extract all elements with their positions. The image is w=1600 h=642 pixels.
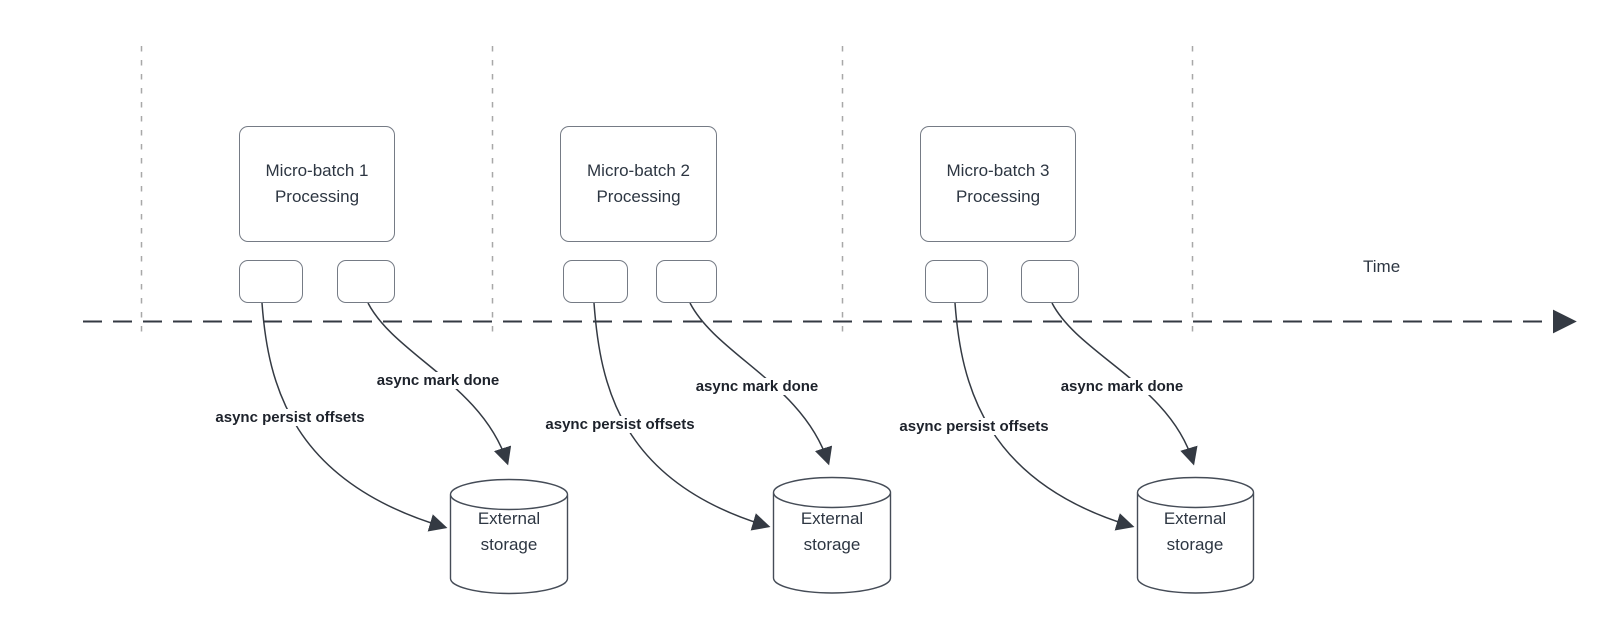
task-box-3a [925, 260, 988, 303]
persist-offsets-label-1: async persist offsets [212, 409, 368, 426]
mark-done-label-2: async mark done [692, 378, 822, 395]
mark-done-arrow-3 [1051, 302, 1198, 466]
micro-batch-2-label: Micro-batch 2 Processing [587, 161, 690, 206]
external-storage-cylinder-1 [449, 478, 569, 595]
task-box-1a [239, 260, 303, 303]
task-box-2b [656, 260, 717, 303]
time-guides [140, 46, 1194, 338]
task-box-3b [1021, 260, 1079, 303]
persist-offsets-label-2: async persist offsets [542, 416, 698, 433]
external-storage-cylinder-2 [772, 476, 892, 594]
time-axis-label: Time [1363, 257, 1401, 276]
task-box-1b [337, 260, 395, 303]
external-storage-cylinder-3 [1136, 476, 1255, 594]
external-storage-label-1: External storage [477, 509, 541, 554]
mark-done-label-1: async mark done [373, 372, 503, 389]
mark-done-arrow-2 [689, 302, 833, 466]
persist-offsets-arrow-1 [261, 302, 448, 532]
async-arrows [261, 302, 1198, 532]
task-box-2a [563, 260, 628, 303]
external-storage-label-3: External storage [1163, 509, 1227, 554]
micro-batch-2-box: Micro-batch 2 Processing [560, 126, 717, 242]
storage-cylinders [449, 476, 1255, 595]
micro-batch-1-label: Micro-batch 1 Processing [265, 161, 369, 206]
persist-offsets-arrow-2 [593, 302, 771, 531]
micro-batch-1-box: Micro-batch 1 Processing [239, 126, 395, 242]
micro-batch-3-box: Micro-batch 3 Processing [920, 126, 1076, 242]
external-storage-label-2: External storage [800, 509, 864, 554]
micro-batch-3-label: Micro-batch 3 Processing [946, 161, 1050, 206]
mark-done-label-3: async mark done [1057, 378, 1187, 395]
persist-offsets-arrow-3 [954, 302, 1135, 531]
persist-offsets-label-3: async persist offsets [896, 418, 1052, 435]
